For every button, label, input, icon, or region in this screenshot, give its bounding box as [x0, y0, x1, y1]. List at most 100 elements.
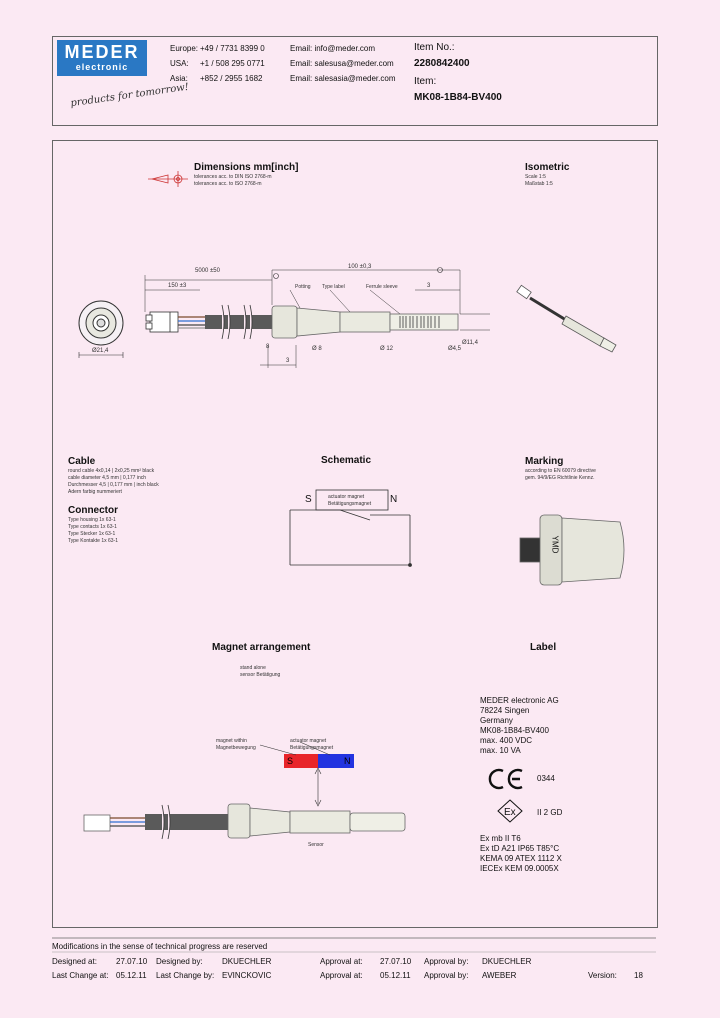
label-line-6: max. 10 VA [480, 746, 521, 755]
isometric-view [516, 284, 617, 353]
label-ce-number: 0344 [537, 774, 555, 783]
magnet-note1: magnet within [216, 738, 247, 744]
connector-line-3: Type Stecker 1x 63-1 [68, 531, 116, 537]
cable-wires [178, 316, 205, 329]
ex-mark-icon [497, 799, 523, 823]
footer-r1-c4-value: DKUECHLER [482, 957, 532, 966]
footer-r1-c1-label: Designed at: [52, 957, 97, 966]
connector-line-2: Type contacts 1x 63-1 [68, 524, 117, 530]
dim-8: 8 [266, 344, 270, 350]
label-content: MEDER electronic AG 78224 Singen Germany… [480, 696, 600, 880]
footer-r1-c4-label: Approval by: [424, 957, 469, 966]
cable-body [205, 315, 275, 329]
magnet-s: S [287, 756, 294, 766]
dim-5000: 5000 ±50 [195, 268, 220, 274]
schematic-title: Schematic [321, 455, 372, 466]
marking-stamp: YMD [550, 535, 560, 554]
footer-r2-c4-label: Approval by: [424, 971, 469, 980]
ce-mark-icon [488, 768, 523, 790]
magnet-sub1: stand alone [240, 665, 266, 671]
item-no-value: 2280842400 [414, 58, 470, 69]
footer-r1-c2-value: DKUECHLER [222, 957, 272, 966]
cable-line-1: round cable 4x0,14 | 2x0,25 mm² black [68, 468, 155, 474]
dim-d8: Ø 8 [312, 346, 322, 352]
cable-line-3: Durchmesser 4,5 | 0,177 mm | inch black [68, 482, 159, 488]
connector-line-4: Type Kontakte 1x 63-1 [68, 538, 119, 544]
marking-connector-view [519, 514, 625, 586]
magnet-sensor: Sensor [308, 842, 324, 848]
label-line-10: IECEx KEM 09.0005X [480, 864, 559, 873]
schematic-n: N [390, 494, 398, 505]
marking-title: Marking [525, 456, 564, 467]
schematic-note1: actuator magnet [328, 494, 365, 500]
magnet-bar [284, 754, 354, 768]
schematic-diagram [289, 489, 412, 567]
cable-line-4: Adern farbig nummeriert [68, 489, 122, 495]
drawing-frame [52, 140, 658, 928]
meder-logo: MEDER electronic [57, 40, 147, 76]
magnet-note4: Betätigungsmagnet [290, 745, 334, 751]
label-title: Label [530, 642, 557, 653]
dimensions-title: Dimensions mm[inch] [194, 162, 299, 173]
dim-d45: Ø4,5 [448, 346, 462, 352]
contact-email-asia: Email: salesasia@meder.com [290, 74, 396, 83]
dim-150: 150 ±3 [168, 283, 187, 289]
schematic-s: S [305, 494, 312, 505]
connector-line-1: Type housing 1x 63-1 [68, 517, 116, 523]
magnet-n: N [344, 756, 351, 766]
footer-r2-c2-value: EVINCKOVIC [222, 971, 272, 980]
magnet-title: Magnet arrangement [212, 642, 311, 653]
dim-d12: Ø 12 [380, 346, 394, 352]
footer-r2-c1-label: Last Change at: [52, 971, 109, 980]
footer-r1-c3-label: Approval at: [320, 957, 363, 966]
contact-region-usa: USA: [170, 59, 189, 68]
projection-symbol-icon [148, 171, 188, 187]
contact-phone-europe: +49 / 7731 8399 0 [200, 44, 265, 53]
item-value: MK08-1B84-BV400 [414, 92, 502, 103]
schematic-note2: Betätigungsmagnet [328, 501, 372, 507]
label-line-5: max. 400 VDC [480, 736, 533, 745]
label-line-7: Ex mb II T6 [480, 834, 521, 843]
footer-r2-c1-value: 05.12.11 [116, 971, 147, 980]
magnet-sensor-drawing [83, 803, 406, 840]
label-ex-category: II 2 GD [537, 808, 563, 817]
connector-title: Connector [68, 505, 118, 516]
magnet-note2: Magnetbewegung [216, 745, 256, 751]
contact-email-europe: Email: info@meder.com [290, 44, 376, 53]
label-line-4: MK08-1B84-BV400 [480, 726, 549, 735]
contact-email-usa: Email: salesusa@meder.com [290, 59, 394, 68]
footer-r2-c3-label: Approval at: [320, 971, 363, 980]
header-box [52, 36, 658, 126]
dim-3: 3 [427, 283, 431, 289]
plug-connector [145, 311, 179, 333]
footer-r1-c1-value: 27.07.10 [116, 957, 148, 966]
footer-version-value: 18 [634, 971, 643, 980]
isometric-scale2: Maßstab 1:5 [525, 181, 553, 187]
isometric-title: Isometric [525, 162, 570, 173]
svg-text:Ex: Ex [504, 807, 516, 818]
dim-d114: Ø11,4 [462, 340, 478, 346]
label-line-1: MEDER electronic AG [480, 696, 559, 705]
label-typelabel: Type label [322, 284, 345, 290]
contact-region-europe: Europe: [170, 44, 199, 53]
magnet-sub2: sensor Betätigung [240, 672, 281, 678]
label-line-8: Ex tD A21 IP65 T85°C [480, 844, 560, 853]
dim-d214: Ø21,4 [92, 348, 109, 354]
magnet-note3: actuator magnet [290, 738, 327, 744]
footer-r2-c3-value: 05.12.11 [380, 971, 411, 980]
footer-version-label: Version: [588, 971, 617, 980]
footer-r1-c3-value: 27.07.10 [380, 957, 412, 966]
connector-front-view [78, 300, 124, 358]
dimensions-sub2: tolerances acc. to ISO 2768-m [194, 181, 262, 187]
sensor-body [271, 305, 459, 339]
isometric-scale: Scale 1:5 [525, 174, 546, 180]
marking-line1: according to EN 60079 directive [525, 468, 596, 474]
label-line-3: Germany [480, 716, 513, 725]
item-no-label: Item No.: [414, 42, 455, 53]
footer-r1-c2-label: Designed by: [156, 957, 203, 966]
footer-r2-c4-value: AWEBER [482, 971, 517, 980]
label-potting: Potting [295, 284, 311, 290]
contact-phone-asia: +852 / 2955 1682 [200, 74, 263, 83]
label-ferrule: Ferrule sleeve [366, 284, 398, 290]
footer-r2-c2-label: Last Change by: [156, 971, 215, 980]
